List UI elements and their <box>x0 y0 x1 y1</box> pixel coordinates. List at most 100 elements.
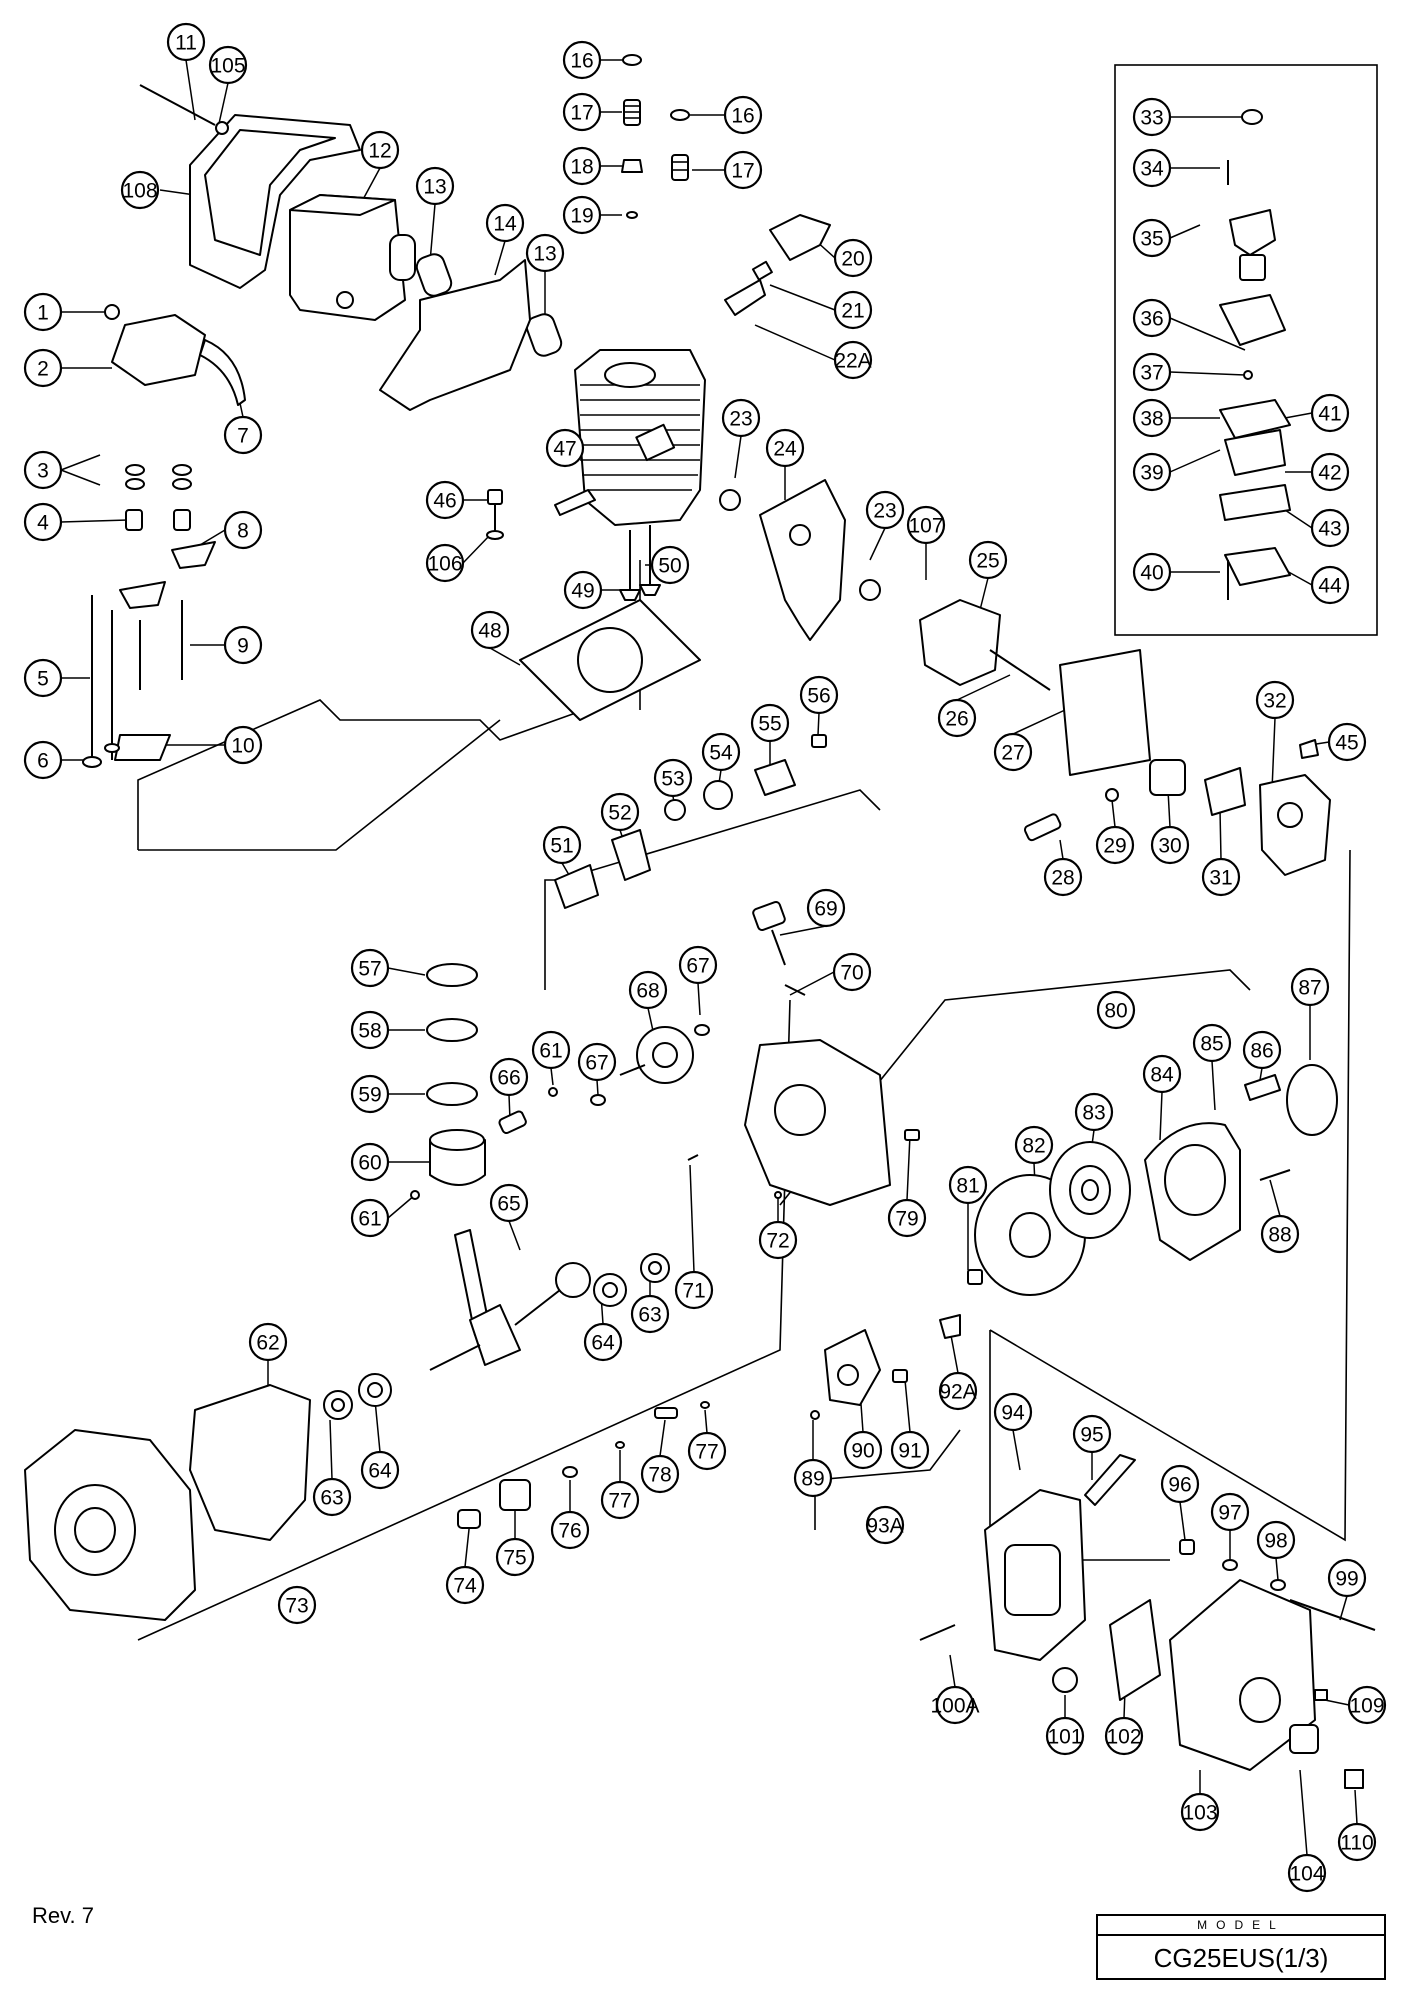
callout-72: 72 <box>758 1220 798 1260</box>
bearings <box>323 1253 670 1420</box>
callout-53: 53 <box>653 758 693 798</box>
callout-circle <box>360 1450 400 1490</box>
callout-circle <box>577 1042 617 1082</box>
callout-83: 83 <box>1074 1092 1114 1132</box>
callout-number: 77 <box>695 1441 718 1464</box>
callout-17: 17 <box>562 92 602 132</box>
callout-107: 107 <box>906 505 946 545</box>
callout-68: 68 <box>628 970 668 1010</box>
callout-number: 25 <box>976 550 999 573</box>
callout-number: 90 <box>851 1440 874 1463</box>
callout-circle <box>650 545 690 585</box>
callout-number: 52 <box>608 802 631 825</box>
callout-62: 62 <box>248 1322 288 1362</box>
callout-circle <box>865 490 905 530</box>
mount-hardware <box>82 464 216 768</box>
callout-88: 88 <box>1260 1214 1300 1254</box>
callout-circle <box>600 1480 640 1520</box>
crankshaft <box>429 1229 591 1371</box>
callout-circle <box>630 1294 670 1334</box>
callout-circle <box>23 450 63 490</box>
callout-circle <box>1347 1685 1387 1725</box>
callout-23: 23 <box>721 398 761 438</box>
callout-circle <box>937 698 977 738</box>
callout-63: 63 <box>312 1477 352 1517</box>
callout-circle <box>678 945 718 985</box>
callout-circle <box>563 570 603 610</box>
callout-number: 45 <box>1335 732 1358 755</box>
callout-51: 51 <box>542 825 582 865</box>
callout-circle <box>1327 722 1367 762</box>
callout-40: 40 <box>1132 552 1172 592</box>
callout-60: 60 <box>350 1142 390 1182</box>
callout-number: 103 <box>1182 1802 1217 1825</box>
callout-circle <box>1132 218 1172 258</box>
callout-circle <box>1180 1792 1220 1832</box>
insulator-plate <box>719 479 881 641</box>
callout-49: 49 <box>563 570 603 610</box>
callout-number: 69 <box>814 898 837 921</box>
callout-number: 88 <box>1268 1224 1291 1247</box>
callout-circle <box>1290 967 1330 1007</box>
callout-number: 63 <box>320 1487 343 1510</box>
callout-10: 10 <box>223 725 263 765</box>
callout-number: 8 <box>237 520 249 543</box>
callout-circle <box>23 292 63 332</box>
callout-59: 59 <box>350 1074 390 1114</box>
cylinder <box>554 349 706 526</box>
callout-circle <box>350 1074 390 1114</box>
callout-number: 57 <box>358 958 381 981</box>
callout-circle <box>1074 1092 1114 1132</box>
callout-number: 14 <box>493 213 517 236</box>
callout-102: 102 <box>1104 1716 1144 1756</box>
callout-circle <box>1104 1716 1144 1756</box>
callout-circle <box>906 505 946 545</box>
callout-circle <box>1310 508 1350 548</box>
callout-number: 89 <box>801 1468 824 1491</box>
callout-number: 85 <box>1200 1033 1223 1056</box>
callout-number: 93A <box>866 1515 903 1538</box>
callout-circle <box>1260 1214 1300 1254</box>
callout-number: 44 <box>1318 575 1342 598</box>
crankcase-gasket <box>189 1384 311 1541</box>
model-name: CG25EUS(1/3) <box>1153 1943 1329 1973</box>
callout-number: 59 <box>358 1084 381 1107</box>
callout-71: 71 <box>674 1270 714 1310</box>
callout-number: 10 <box>231 735 254 758</box>
callout-2: 2 <box>23 348 63 388</box>
callout-circle <box>1256 1520 1296 1560</box>
callout-circle <box>23 348 63 388</box>
callout-number: 35 <box>1140 228 1163 251</box>
callout-number: 97 <box>1218 1502 1241 1525</box>
cylinder-cover <box>104 304 246 406</box>
intake-manifold <box>919 599 1151 776</box>
callout-number: 34 <box>1140 158 1164 181</box>
callout-93A: 93A <box>865 1505 905 1545</box>
callout-circle <box>1242 1030 1282 1070</box>
callout-circle <box>1132 97 1172 137</box>
callout-number: 22A <box>834 350 871 373</box>
callout-11: 11 <box>166 22 206 62</box>
callout-number: 5 <box>37 668 49 691</box>
callout-35: 35 <box>1132 218 1172 258</box>
carb-adapter <box>1023 759 1246 842</box>
callout-circle <box>425 543 465 583</box>
callout-circle <box>1072 1414 1112 1454</box>
callout-number: 68 <box>636 980 659 1003</box>
callout-number: 19 <box>570 205 593 228</box>
callout-number: 94 <box>1001 1402 1025 1425</box>
callout-number: 41 <box>1318 403 1341 426</box>
callout-65: 65 <box>489 1183 529 1223</box>
callout-number: 67 <box>686 955 709 978</box>
callout-number: 109 <box>1349 1695 1384 1718</box>
callout-circle <box>721 398 761 438</box>
callout-number: 49 <box>571 580 594 603</box>
callout-97: 97 <box>1210 1492 1250 1532</box>
callout-circle <box>562 92 602 132</box>
callout-number: 17 <box>731 160 754 183</box>
callout-number: 72 <box>766 1230 789 1253</box>
callout-number: 87 <box>1298 977 1321 1000</box>
callout-circle <box>758 1220 798 1260</box>
callout-number: 64 <box>368 1460 392 1483</box>
